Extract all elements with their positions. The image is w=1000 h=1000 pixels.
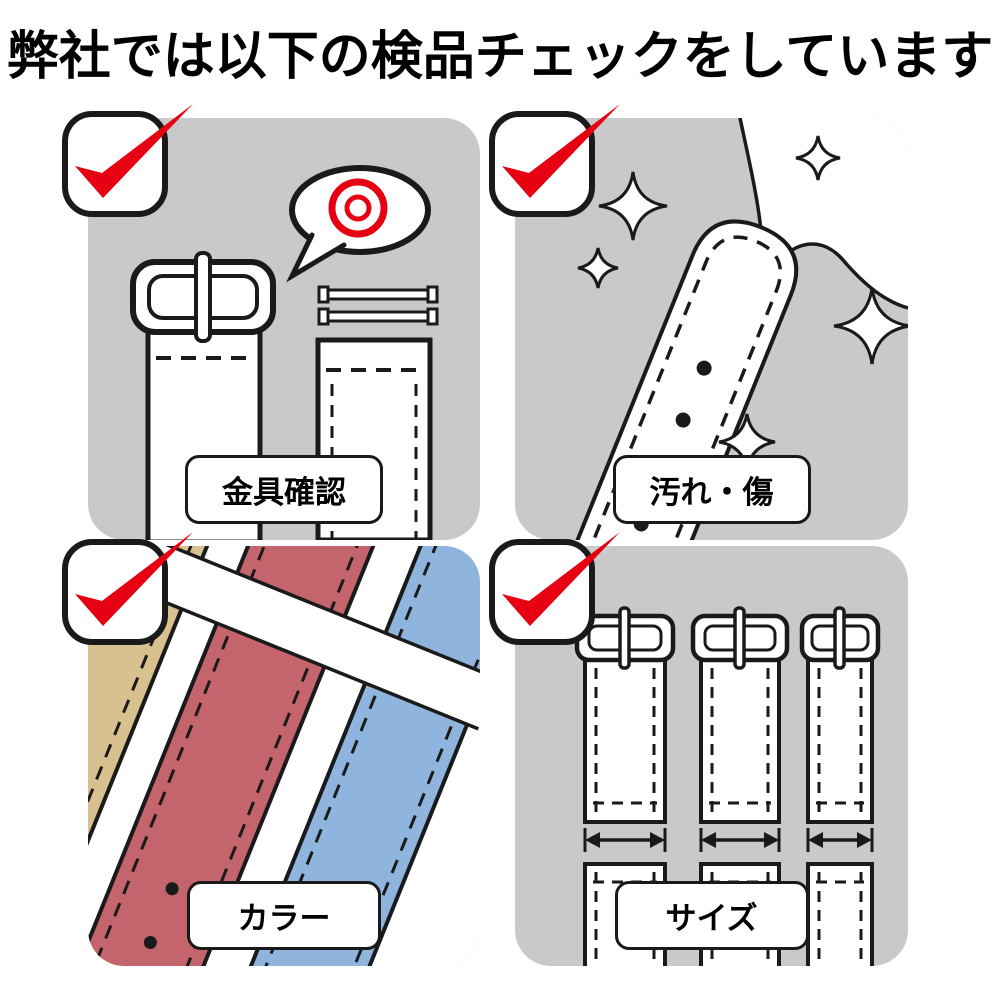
width-arrow-icon <box>583 828 667 852</box>
checkmark-icon <box>62 104 193 217</box>
double-circle-mark <box>328 178 388 238</box>
panel-label-color: カラー <box>187 881 381 950</box>
color-straps <box>88 546 480 966</box>
panel-label-size: サイズ <box>614 881 809 950</box>
panel-size-check: サイズ <box>489 532 908 966</box>
spring-bars-icon <box>317 285 439 326</box>
panel-stain-scratch-check: 汚れ・傷 <box>489 104 908 540</box>
sparkle-icon <box>795 135 841 181</box>
panel-label-hardware: 金具確認 <box>185 455 383 524</box>
sparkle-icon <box>833 287 908 365</box>
color-check-illustration <box>88 546 480 966</box>
panel-grid: 金具確認 <box>62 104 908 966</box>
page-title: 弊社では以下の検品チェックをしています <box>6 27 994 87</box>
checkmark-icon <box>489 532 620 645</box>
panel-label-stain-scratch: 汚れ・傷 <box>612 455 811 524</box>
size-strap-small <box>799 606 881 966</box>
stain-scratch-illustration <box>533 118 908 540</box>
buckle-strap <box>130 251 276 540</box>
speech-bubble-icon <box>286 165 431 283</box>
width-arrow-icon <box>806 828 874 852</box>
panel-hardware-check: 金具確認 <box>62 104 480 540</box>
panel-color-check: カラー <box>62 532 480 966</box>
strap-red <box>88 546 414 966</box>
width-arrow-icon <box>699 828 781 852</box>
strap-tan <box>88 546 272 966</box>
sparkle-icon <box>577 247 619 289</box>
sparkle-icon <box>598 171 668 241</box>
checkmark-icon <box>489 104 620 217</box>
panel-background <box>88 118 480 540</box>
checkmark-icon <box>62 532 193 645</box>
